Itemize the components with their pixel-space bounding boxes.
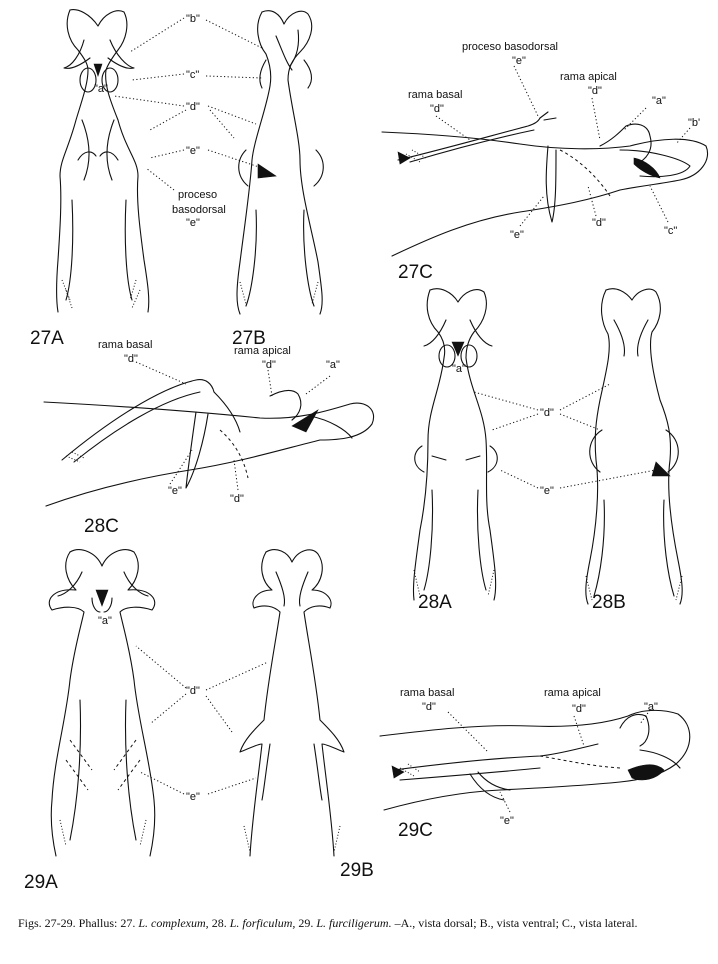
figure-plate: "a" "b" "c" "d" "e" proceso basodorsal "…: [24, 9, 708, 893]
label-d-29C-basal: "d": [422, 701, 436, 713]
label-e-27A: "e": [186, 217, 200, 229]
label-d-27C-basal: "d": [430, 103, 444, 115]
svg-text:"a": "a": [452, 363, 466, 375]
caption-species-27: L. complexum,: [138, 916, 209, 930]
label-d-27C-apical: "d": [588, 85, 602, 97]
label-d-28C-apical: "d": [262, 359, 276, 371]
drawing-27C: [381, 111, 708, 257]
label-e-27C-bottom: "e": [510, 229, 524, 241]
drawing-28A: "a": [412, 288, 498, 601]
label-rama-apical-28C: rama apical: [234, 345, 291, 357]
drawing-29A: "a": [48, 549, 156, 857]
label-e-28: "e": [540, 485, 554, 497]
figure-number-27C: 27C: [398, 262, 433, 283]
label-e-29C: "e": [500, 815, 514, 827]
figure-number-27A: 27A: [30, 328, 64, 349]
figure-number-28B: 28B: [592, 592, 626, 613]
caption-fig-29: 29.: [298, 916, 314, 930]
figure-number-29C: 29C: [398, 820, 433, 841]
label-d-27: "d": [186, 101, 200, 113]
drawing-28C: [43, 379, 374, 507]
label-d-27C-bottom: "d": [592, 217, 606, 229]
caption-fig-28: 28.: [211, 916, 227, 930]
label-rama-basal-27C: rama basal: [408, 89, 462, 101]
drawing-28B: [585, 288, 683, 605]
label-d-28C-basal: "d": [124, 353, 138, 365]
caption-prefix: Figs. 27-29. Phallus: 27.: [18, 916, 136, 930]
caption-species-28: L. forficulum,: [229, 916, 296, 930]
caption-views: –A., vista dorsal; B., vista ventral; C.…: [394, 916, 638, 930]
drawing-27B: [236, 10, 324, 315]
label-rama-basal-29C: rama basal: [400, 687, 454, 699]
figure-number-29A: 29A: [24, 872, 58, 893]
label-e-29: "e": [186, 791, 200, 803]
label-rama-apical-29C: rama apical: [544, 687, 601, 699]
label-d-28C-bottom: "d": [230, 493, 244, 505]
label-e-27C-top: "e": [512, 55, 526, 67]
label-b-27: "b": [186, 13, 200, 25]
label-rama-basal-28C: rama basal: [98, 339, 152, 351]
label-c-27C: "c": [664, 225, 677, 237]
label-rama-apical-27C: rama apical: [560, 71, 617, 83]
leaders-27C: [435, 65, 691, 227]
drawing-29B: [239, 549, 345, 857]
leaders-29C: [447, 709, 651, 813]
label-basodorsal-27A: basodorsal: [172, 204, 226, 216]
leaders-28C: [135, 361, 331, 491]
leaders-27: [113, 17, 263, 191]
svg-text:"a": "a": [98, 615, 112, 627]
label-e-28C: "e": [168, 485, 182, 497]
label-d-29C-apical: "d": [572, 703, 586, 715]
figure-number-28C: 28C: [84, 516, 119, 537]
leaders-29: [135, 645, 269, 795]
label-e-27: "e": [186, 145, 200, 157]
figure-caption: Figs. 27-29. Phallus: 27. L. complexum, …: [18, 916, 708, 931]
leaders-28: [473, 383, 657, 489]
drawing-27A: "a": [55, 9, 150, 313]
figure-number-29B: 29B: [340, 860, 374, 881]
label-d-29: "d": [186, 685, 200, 697]
label-proceso-27A: proceso: [178, 189, 217, 201]
label-a-27C: "a": [652, 95, 666, 107]
caption-species-29: L. furciligerum.: [316, 916, 392, 930]
label-bprime-27C: "b': [688, 117, 700, 129]
label-c-27: "c": [186, 69, 199, 81]
figure-number-27B: 27B: [232, 328, 266, 349]
label-proceso-basodorsal-27C: proceso basodorsal: [462, 41, 558, 53]
label-d-28: "d": [540, 407, 554, 419]
svg-text:"a": "a": [94, 83, 108, 95]
drawing-29C: [379, 709, 691, 811]
label-a-28C: "a": [326, 359, 340, 371]
figure-number-28A: 28A: [418, 592, 452, 613]
label-a-29C: "a": [644, 701, 658, 713]
